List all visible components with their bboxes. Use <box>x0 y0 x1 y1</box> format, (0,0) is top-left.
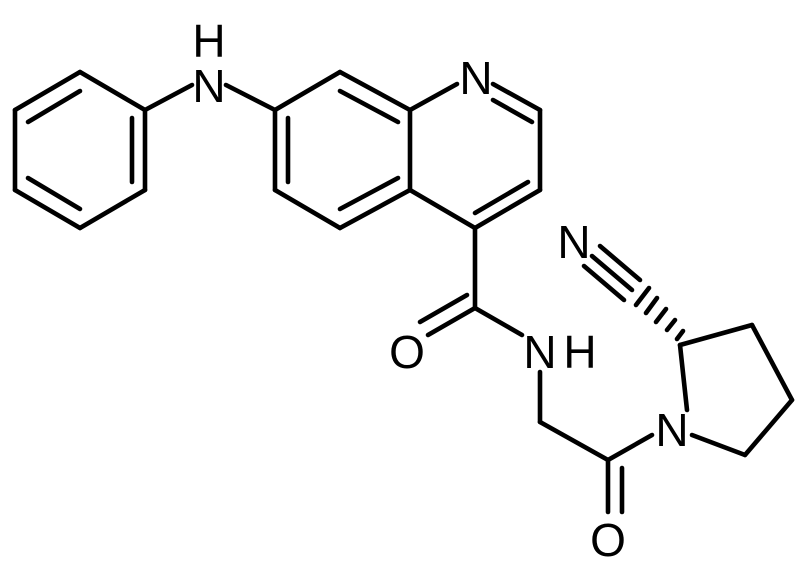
bond <box>272 69 343 113</box>
bond <box>689 432 748 458</box>
hash <box>664 317 678 333</box>
bond-co-n <box>605 432 655 463</box>
bond-inner <box>337 88 401 125</box>
bond <box>77 69 148 113</box>
atom-o-amide: O <box>389 326 425 378</box>
bond <box>337 187 413 231</box>
bond <box>749 322 795 403</box>
bond-nitrile-2 <box>597 243 643 283</box>
phenyl-ring <box>12 69 148 231</box>
bond <box>337 69 413 113</box>
pyrrolidine-ring <box>677 322 795 458</box>
atom-o-carbonyl: O <box>590 514 626 566</box>
bond-carbonyl-o-1 <box>425 305 478 338</box>
bond <box>12 69 83 113</box>
bond <box>407 187 478 231</box>
atom-h-amine: H <box>192 15 225 67</box>
atom-n-quinoline: N <box>459 52 492 104</box>
bond-nitrile-3 <box>581 263 627 303</box>
bond-inner <box>472 179 531 216</box>
bond-inner <box>25 175 83 212</box>
bond <box>77 187 148 231</box>
bond <box>677 342 690 413</box>
stereo-hashed-wedge <box>633 285 686 342</box>
hash <box>643 295 660 316</box>
hash <box>653 306 669 325</box>
bond <box>472 187 543 231</box>
bond <box>407 81 460 113</box>
hash <box>674 328 686 342</box>
atom-n-amine: N <box>192 60 225 112</box>
bond-nh-quinoline <box>223 82 278 113</box>
atom-n-amide: N <box>523 326 556 378</box>
bond-carbonyl-o-2 <box>417 292 470 325</box>
quinoline-pyridine-ring <box>407 81 543 231</box>
bond-ch2-co <box>537 419 611 463</box>
bond-carbonyl-nh <box>472 305 525 338</box>
bond <box>12 187 83 231</box>
hash <box>633 285 652 308</box>
atom-h-amide: H <box>563 326 596 378</box>
atom-n-pyrrolidine: N <box>655 404 688 456</box>
bond <box>677 322 755 348</box>
bond-inner <box>490 97 535 125</box>
bond-nitrile-1 <box>589 253 635 293</box>
bond <box>490 81 543 113</box>
bond <box>742 397 795 458</box>
bond <box>272 187 343 231</box>
bond-inner <box>337 175 401 212</box>
quinoline-benzo-ring <box>272 69 413 231</box>
bond-phenyl-nh <box>142 82 195 113</box>
bond-inner <box>25 88 83 125</box>
atom-n-nitrile: N <box>557 216 590 268</box>
